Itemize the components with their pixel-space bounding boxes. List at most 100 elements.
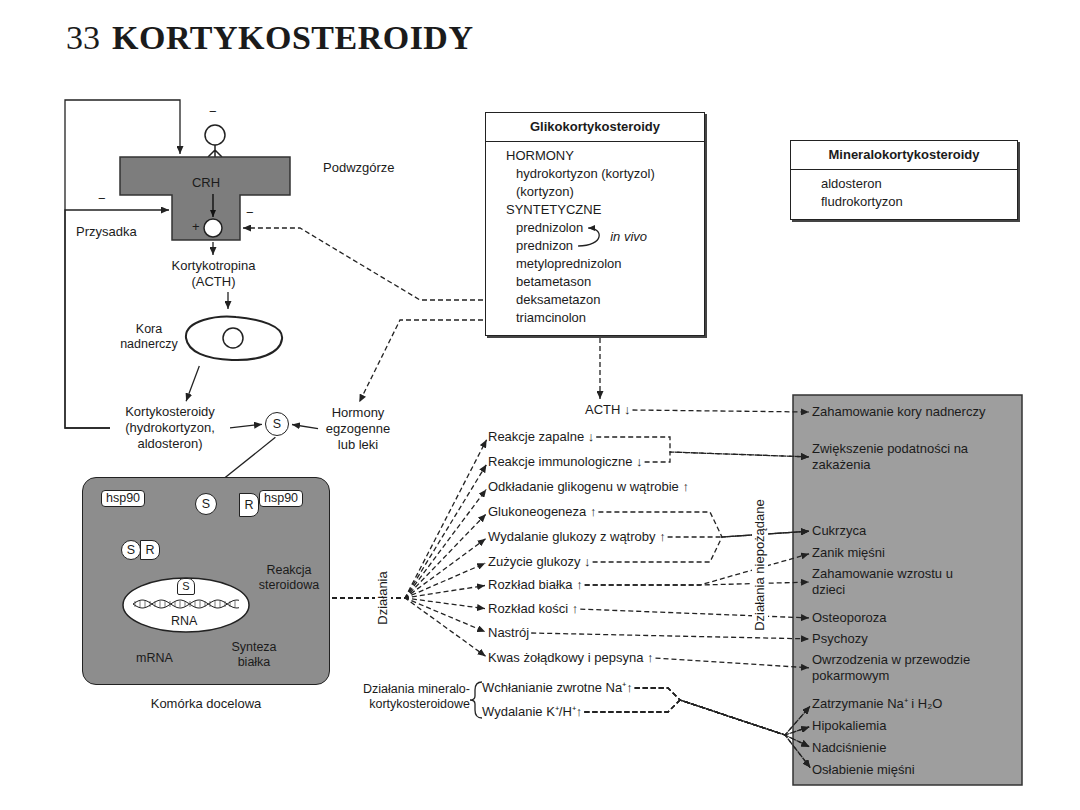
nucleus-outline bbox=[123, 578, 249, 632]
arrow bbox=[230, 424, 262, 428]
node-text: Zwiększenie podatności na zakażenia bbox=[812, 441, 970, 473]
adrenal-cortex-cell: Kora nadnerczy bbox=[118, 312, 288, 364]
dna-rung bbox=[200, 601, 201, 607]
sign-label: − bbox=[98, 191, 106, 207]
mrna-label: mRNA bbox=[136, 651, 173, 666]
brace bbox=[470, 682, 482, 718]
effect-label: Odkładanie glikogenu w wątrobie ↑ bbox=[488, 479, 689, 495]
node-text: R bbox=[244, 498, 253, 513]
hormone-label: Kortykotropina (ACTH) bbox=[166, 258, 261, 290]
region-label: Przysadka bbox=[76, 224, 137, 240]
dna-rung bbox=[165, 601, 166, 607]
effect-label: Nastrój bbox=[488, 625, 529, 641]
dna-strand bbox=[133, 600, 239, 608]
effect-label: Rozkład białka ↑ bbox=[488, 577, 583, 593]
adverse-effect: Zanik mięśni bbox=[812, 545, 1012, 561]
dna-rung bbox=[220, 601, 221, 607]
arrow bbox=[292, 425, 318, 429]
dashed-arrow bbox=[596, 437, 809, 457]
node-text: Kortykosteroidy (hydrokortyzon, aldoster… bbox=[112, 404, 228, 452]
process-label: Reakcja steroidowa bbox=[251, 563, 327, 593]
cell-outline bbox=[186, 317, 282, 361]
adverse-panel bbox=[793, 395, 1022, 785]
hypothalamus-outline bbox=[120, 157, 290, 240]
node-text: Osteoporoza bbox=[812, 610, 1012, 626]
dashed-arrow bbox=[584, 700, 809, 747]
adverse-effect: Osteoporoza bbox=[812, 610, 1012, 626]
node-text: Kortykotropina (ACTH) bbox=[166, 258, 261, 290]
steroid-circle: S bbox=[195, 493, 217, 515]
adverse-effect: Zahamowanie kory nadnerczy bbox=[812, 404, 1012, 420]
dashed-arrow bbox=[243, 228, 483, 300]
node-text: Nadciśnienie bbox=[812, 740, 1012, 756]
adverse-effect: Zatrzymanie Na⁺ i H₂O bbox=[812, 696, 1012, 712]
node-text: Kora nadnerczy bbox=[118, 322, 180, 352]
node-text: HORMONY bbox=[486, 147, 574, 165]
crh-arrow bbox=[212, 194, 213, 217]
node-text: prednizolon bbox=[486, 219, 583, 237]
page-title: KORTYKOSTEROIDY bbox=[112, 18, 473, 58]
dashed-arrow bbox=[359, 320, 483, 402]
effect-label: Glukoneogeneza ↑ bbox=[488, 504, 596, 520]
group-label: Działania mineralo- kortykosteroidowe bbox=[345, 682, 470, 712]
node-text: Komórka docelowa bbox=[83, 696, 329, 712]
adverse-effect: Zwiększenie podatności na zakażenia bbox=[812, 441, 970, 473]
arrow bbox=[186, 366, 199, 401]
node-text: SYNTETYCZNE bbox=[486, 201, 601, 219]
dna-rung bbox=[195, 601, 196, 607]
arrow bbox=[65, 100, 180, 428]
node-text: Zatrzymanie Na⁺ i H₂O bbox=[812, 696, 1012, 712]
dna-rung bbox=[155, 601, 156, 607]
effect-label: Reakcje zapalne ↓ bbox=[488, 429, 594, 445]
source-label: Hormony egzogenne lub leki bbox=[320, 405, 396, 453]
node-text: Glukoneogeneza ↑ bbox=[488, 504, 596, 520]
dashed-arrow bbox=[635, 688, 810, 747]
dashed-arrow bbox=[332, 598, 485, 632]
dashed-arrow bbox=[633, 410, 810, 412]
node-text: triamcinolon bbox=[486, 309, 586, 327]
node-text: (kortyzon) bbox=[486, 183, 574, 201]
node-text: Reakcje zapalne ↓ bbox=[488, 429, 594, 445]
hsp90-box: hsp90 bbox=[259, 490, 303, 507]
cell-nucleus bbox=[223, 328, 243, 348]
dashed-arrow bbox=[332, 598, 486, 656]
node-text: fludrokortyzon bbox=[791, 193, 903, 211]
dna-rung bbox=[205, 601, 206, 607]
dna-rung bbox=[235, 601, 236, 607]
node-text: Odkładanie glikogenu w wątrobie ↑ bbox=[488, 479, 689, 495]
node-text: Wydalanie K⁺/H⁺↑ bbox=[482, 704, 582, 720]
dna-rung bbox=[185, 601, 186, 607]
dna-rung bbox=[135, 601, 136, 607]
dashed-arrow bbox=[584, 700, 810, 768]
steroid-circle: S bbox=[265, 412, 289, 436]
dna-rung bbox=[190, 601, 191, 607]
hypothalamus-pituitary: CRH bbox=[172, 157, 240, 240]
node-text: betametason bbox=[486, 273, 591, 291]
receptor-circle bbox=[205, 125, 225, 145]
dna-rung bbox=[140, 601, 141, 607]
node-text: ACTH ↓ bbox=[585, 402, 631, 418]
dashed-arrow bbox=[584, 700, 810, 735]
effect-label: Wydalanie K⁺/H⁺↑ bbox=[482, 704, 582, 720]
node-text: S bbox=[202, 497, 210, 512]
sign-label: − bbox=[209, 104, 217, 120]
adverse-effect: Owrzodzenia w przewodzie pokarmowym bbox=[812, 652, 1002, 684]
dashed-arrow bbox=[332, 539, 486, 598]
sign-label: − bbox=[246, 205, 254, 221]
receptor-shape: R bbox=[239, 493, 259, 517]
receptor-stem bbox=[208, 145, 222, 157]
node-text: S bbox=[177, 578, 195, 595]
dashed-arrow bbox=[332, 489, 486, 598]
node-text: Wchłanianie zwrotne Na⁺↑ bbox=[482, 680, 633, 696]
effect-label: Rozkład kości ↑ bbox=[488, 601, 578, 617]
pituitary-receptor bbox=[204, 219, 222, 237]
node-text: Reakcja steroidowa bbox=[251, 563, 327, 593]
dashed-arrow bbox=[585, 582, 809, 585]
node-text: Zużycie glukozy ↓ bbox=[488, 554, 591, 570]
dna-rung bbox=[170, 601, 171, 607]
drug-list-box: Mineralokortykosteroidyaldosteronfludrok… bbox=[790, 140, 1018, 220]
node-text: R bbox=[140, 540, 160, 560]
dashed-arrow bbox=[584, 700, 809, 735]
dashed-arrow bbox=[332, 514, 486, 598]
